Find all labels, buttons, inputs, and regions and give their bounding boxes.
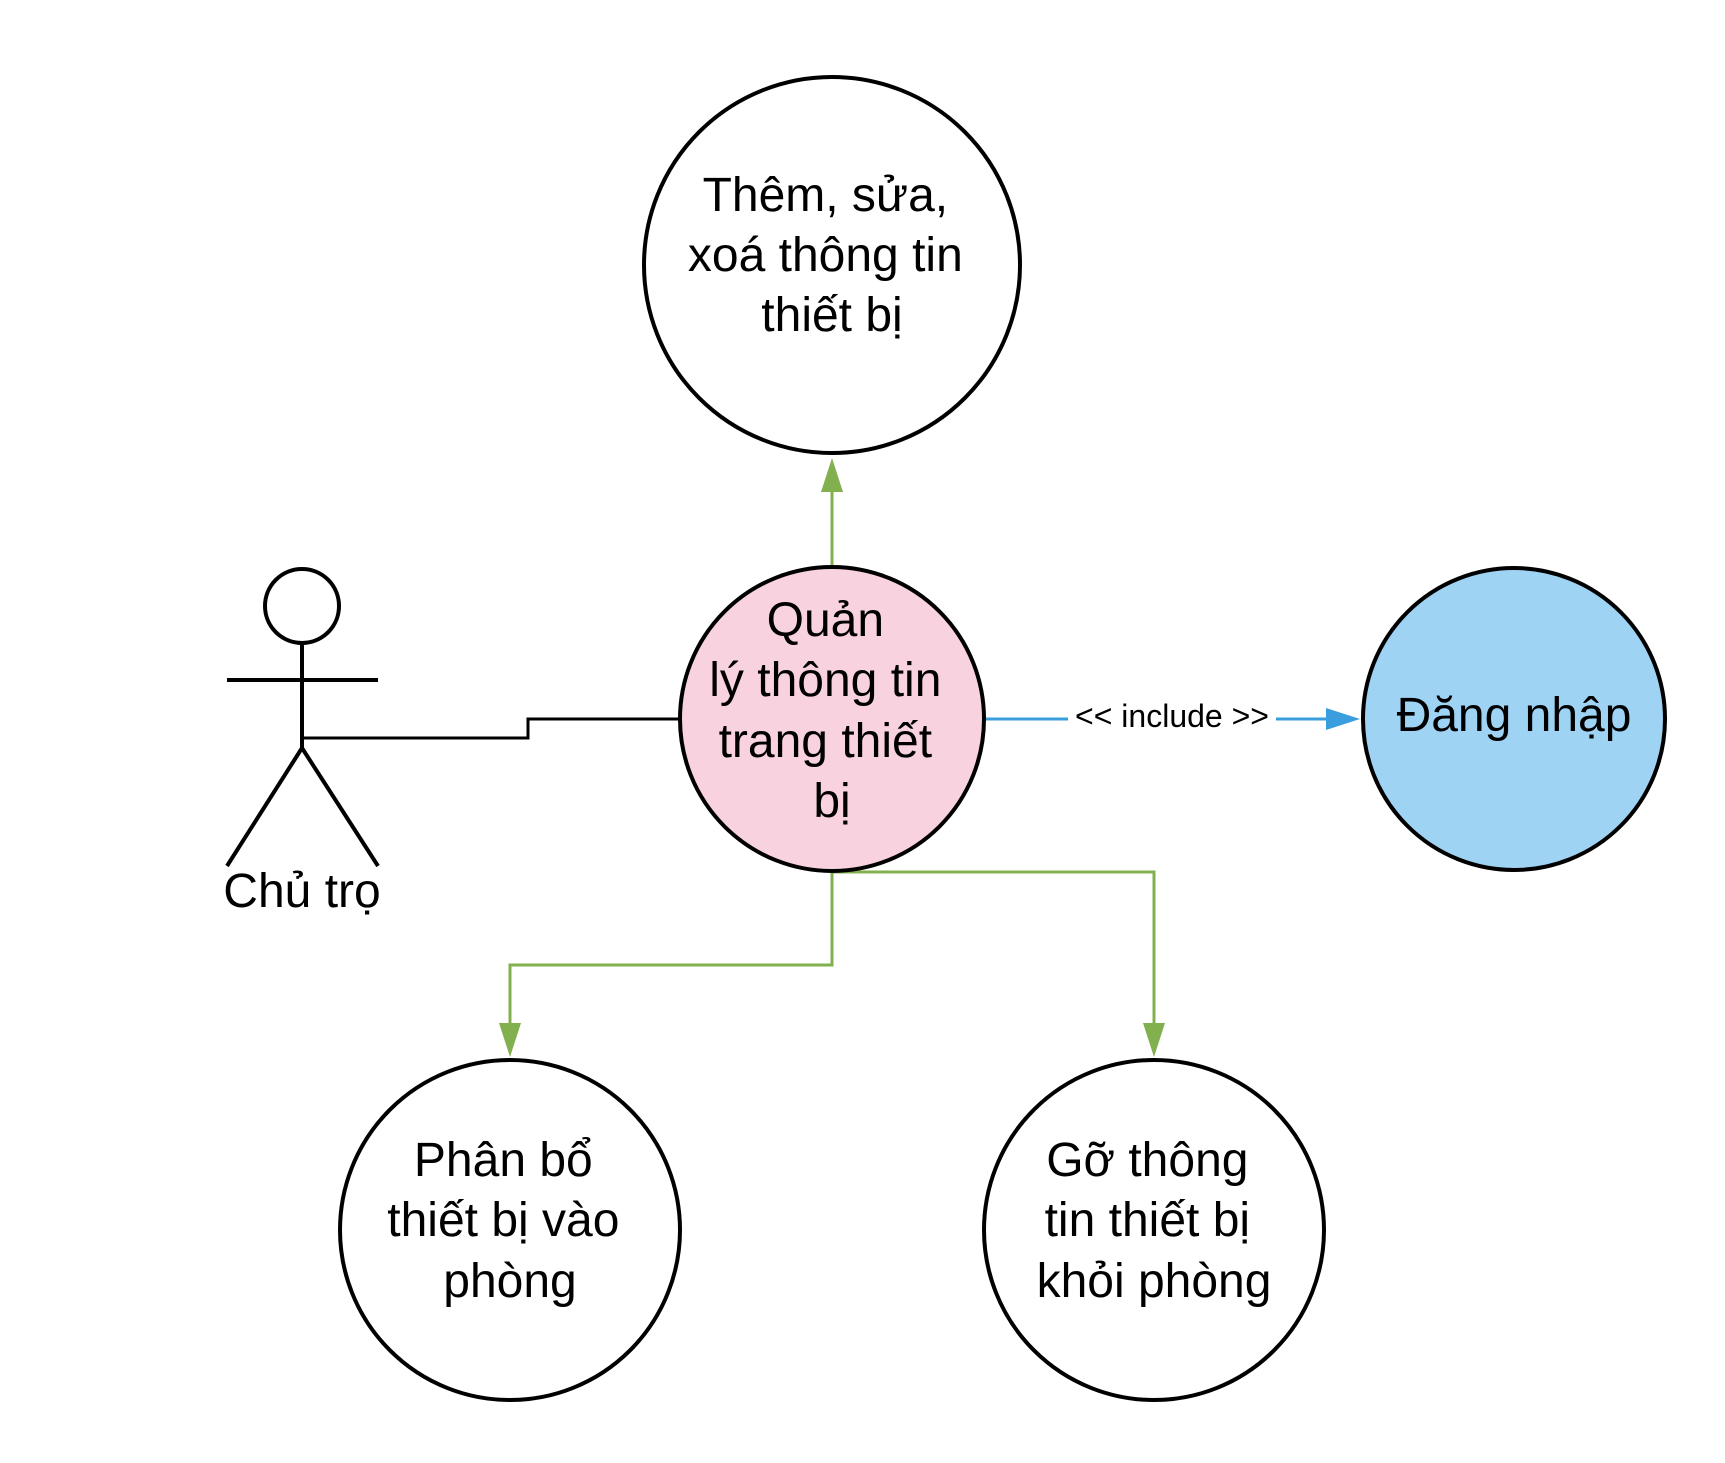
include-label: << include >> [1075, 698, 1269, 734]
arrowhead-down-right [1143, 1023, 1165, 1057]
arrowhead-up [821, 458, 843, 492]
usecase-manage-device-info[interactable]: Quản lý thông tin trang thiết bị [678, 565, 986, 873]
actor-head [263, 567, 341, 645]
usecase-label: Đăng nhập [1397, 689, 1632, 742]
usecase-ellipse [642, 75, 1022, 455]
usecase-label: Thêm, sửa, xoá thông tin thiết bị [688, 169, 976, 342]
usecase-label: Phân bổ thiết bị vào phòng [387, 1134, 633, 1308]
actor-left-leg [225, 746, 304, 868]
usecase-assign-device-to-room[interactable]: Phân bổ thiết bị vào phòng [338, 1058, 682, 1402]
usecase-ellipse [1361, 566, 1667, 872]
usecase-ellipse [678, 565, 986, 873]
actor-label: Chủ trọ [223, 865, 380, 918]
usecase-label: Quản lý thông tin trang thiết bị [709, 594, 955, 828]
actor-right-leg [300, 746, 380, 868]
arrowhead-down-left [499, 1023, 521, 1057]
relation-main-to-assign [499, 872, 834, 1057]
usecase-add-edit-delete-device[interactable]: Thêm, sửa, xoá thông tin thiết bị [642, 75, 1022, 455]
relation-main-to-add-edit-delete [821, 458, 843, 567]
usecase-ellipse [338, 1058, 682, 1402]
usecase-ellipse [982, 1058, 1326, 1402]
actor-chu-tro[interactable]: Chủ trọ [223, 567, 381, 918]
relation-main-to-remove [832, 870, 1165, 1057]
arrowhead-right [1326, 708, 1360, 730]
usecase-login[interactable]: Đăng nhập [1361, 566, 1667, 872]
usecase-remove-device-from-room[interactable]: Gỡ thông tin thiết bị khỏi phòng [982, 1058, 1326, 1402]
association-line [302, 717, 680, 740]
usecase-label: Gỡ thông tin thiết bị khỏi phòng [1037, 1134, 1272, 1308]
relation-include-login: << include >> [984, 698, 1360, 734]
